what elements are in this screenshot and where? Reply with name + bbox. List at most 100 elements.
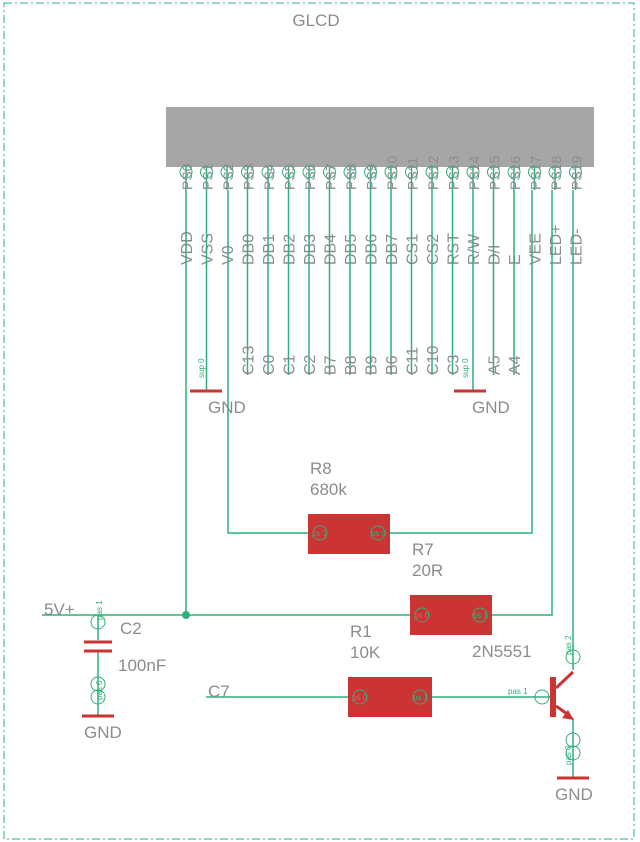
pin-pad-db5 — [343, 165, 357, 179]
q1-base-pad-label: pas 1 — [508, 687, 528, 696]
pin-pad-vee — [528, 165, 541, 179]
c2-pad-3 — [90, 689, 106, 705]
r7-body — [410, 595, 492, 635]
q1-collector-pad — [565, 649, 581, 665]
r1-body — [348, 677, 432, 717]
gnd-label-rw: GND — [472, 398, 510, 417]
pin-pad-e — [507, 165, 521, 179]
r7-pad-label-2: ps 1 — [473, 611, 489, 620]
pin-pad-d-i — [487, 165, 500, 179]
pin-label-rst: PS13 — [446, 156, 462, 190]
c2-pad-label-2: pas 0 — [95, 680, 104, 700]
pin-net-db1: C0 — [261, 354, 278, 375]
pin-label-db2: PS5 — [282, 163, 298, 190]
pin-net-e: A4 — [507, 355, 524, 375]
pin-pad-db4 — [323, 165, 336, 179]
q1-collector-leg — [554, 670, 575, 690]
gnd-pin-label-rw: sup 0 — [461, 358, 470, 378]
pin-signal-e: E — [507, 254, 524, 265]
gnd-label-q1: GND — [555, 785, 593, 804]
r1-value: 10K — [350, 643, 381, 662]
pin-net-db7: B6 — [384, 355, 401, 375]
r8-pad-label-2: ps 0 — [371, 529, 387, 538]
r1-pad-label-1: ps 0 — [352, 693, 368, 702]
pin-net-db5: B8 — [343, 355, 360, 375]
r1-pad-2 — [412, 689, 428, 705]
pin-signal-db0: DB0 — [241, 234, 258, 265]
pin-net-db0: C13 — [241, 346, 258, 375]
pin-pad-db1 — [261, 165, 275, 179]
pin-signal-d-i: D/I — [487, 245, 504, 265]
pin-label-db1: PS4 — [261, 163, 277, 190]
pin-net-db3: C2 — [302, 354, 319, 375]
pin-label-e: PS16 — [507, 156, 523, 190]
pin-pad-db6 — [364, 165, 377, 179]
r1-pad-1 — [352, 689, 368, 705]
pin-pad-led- — [548, 165, 562, 179]
pin-net-db6: B9 — [364, 355, 381, 375]
r8-pad-1 — [312, 525, 328, 541]
r8-name: R8 — [310, 459, 332, 478]
pin-pad-cs2 — [425, 165, 439, 179]
glcd-header-body — [166, 107, 594, 167]
sheet-title: GLCD — [292, 11, 339, 30]
pin-label-led-: PS19 — [569, 156, 585, 190]
q1-emitter-pad-1 — [565, 732, 581, 748]
r8-value: 680k — [310, 480, 347, 499]
c2-pad-2 — [90, 676, 106, 692]
pin-signal-cs2: CS2 — [425, 234, 442, 265]
pin-pad-r-w — [466, 165, 480, 179]
pin-signal-vss: VSS — [200, 233, 217, 265]
pin-signal-cs1: CS1 — [405, 234, 422, 265]
pin-signal-db3: DB3 — [302, 234, 319, 265]
pin-net-cs2: C10 — [425, 346, 442, 375]
q1-emitter-pad-2 — [565, 745, 581, 761]
pin-label-db5: PS8 — [343, 163, 359, 190]
pin-signal-db1: DB1 — [261, 234, 278, 265]
pin-label-db4: PS7 — [323, 163, 339, 190]
pin-net-cs1: C11 — [405, 347, 422, 375]
pin-label-db6: PS9 — [364, 163, 380, 190]
pin-net-db4: B7 — [323, 355, 340, 375]
gnd-label-vss: GND — [208, 398, 246, 417]
pin-signal-vee: VEE — [528, 233, 545, 265]
q1-base-bar — [550, 677, 556, 717]
pin-label-led-: PS18 — [548, 156, 564, 190]
pin-label-r-w: PS14 — [466, 156, 482, 190]
pin-signal-db4: DB4 — [323, 234, 340, 265]
pin-label-db7: PS10 — [384, 156, 400, 190]
q1-collector-pad-label: pas 2 — [564, 635, 573, 655]
pin-signal-db2: DB2 — [282, 234, 299, 265]
pin-pad-cs1 — [405, 165, 418, 179]
c2-value: 100nF — [118, 656, 166, 675]
r7-pad-1 — [414, 607, 430, 623]
r8-pad-label-1: ps 1 — [312, 529, 328, 538]
pin-pad-led- — [569, 165, 582, 179]
pin-signal-r-w: R/W — [466, 233, 483, 265]
q1-emitter-pad-label: pas 0 — [564, 745, 573, 765]
pin-net-d-i: A5 — [487, 355, 504, 375]
r1-pad-label-2: ps 1 — [413, 693, 429, 702]
junction-dot-vdd — [182, 611, 190, 619]
c2-pad-1 — [90, 614, 106, 630]
wire-v0-r8 — [227, 190, 308, 534]
sheet-frame — [3, 2, 635, 840]
r7-pad-2 — [472, 607, 488, 623]
pin-label-v0: PS2 — [220, 163, 236, 190]
wire-r8-vee — [390, 190, 533, 534]
pin-signal-db5: DB5 — [343, 234, 360, 265]
net-c7-label: C7 — [208, 682, 230, 701]
pin-pad-db2 — [282, 165, 295, 179]
pin-signal-db7: DB7 — [384, 234, 401, 265]
pin-net-rst: C3 — [446, 354, 463, 375]
c2-pad-label-1: pas 1 — [95, 600, 104, 620]
glcd-pin-group: PS0VDDPS1VSSPS2V0PS3DB0C13PS4DB1C0PS5DB2… — [179, 156, 586, 391]
pin-label-cs1: PS11 — [405, 157, 421, 190]
pin-pad-vss — [200, 165, 213, 179]
c2-name: C2 — [120, 619, 142, 638]
pin-label-vee: PS17 — [528, 156, 544, 190]
pin-signal-vdd: VDD — [179, 231, 196, 265]
pin-label-vdd: PS0 — [179, 163, 195, 190]
pin-label-cs2: PS12 — [425, 156, 441, 190]
